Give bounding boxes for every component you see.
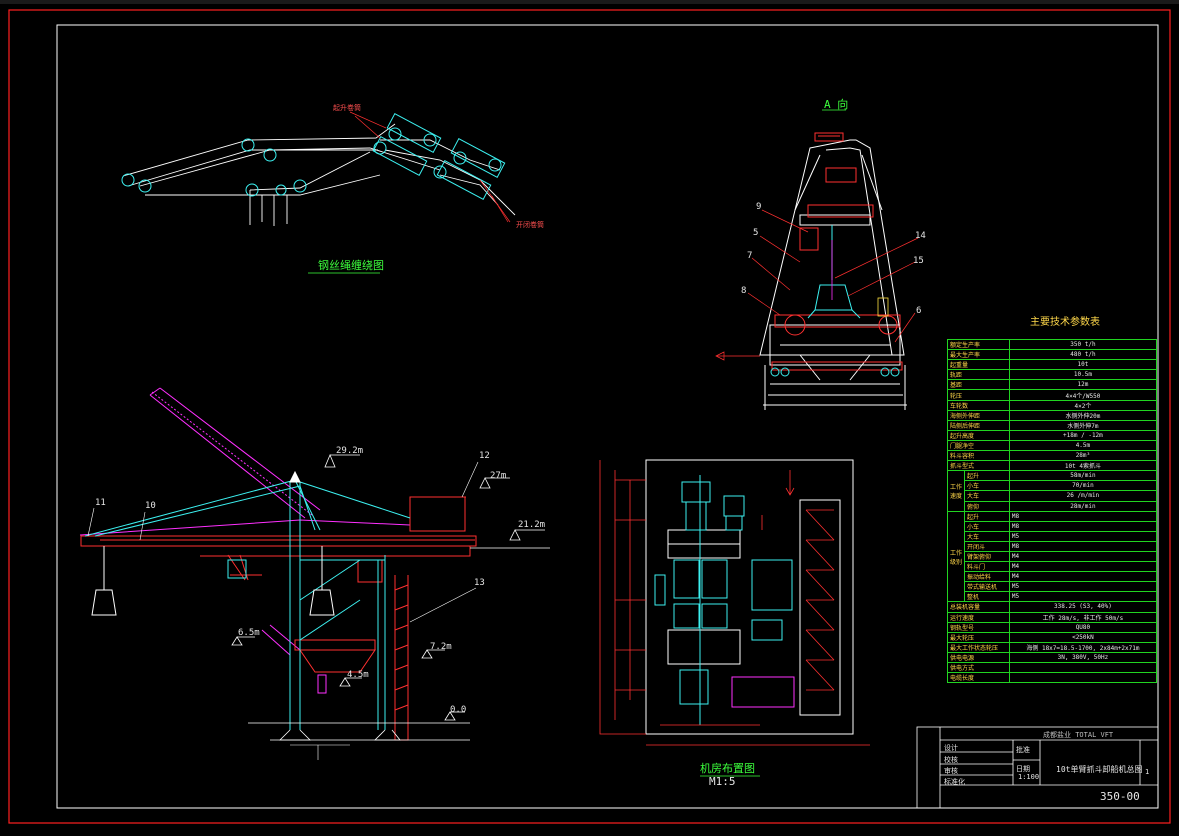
machine-room-drums bbox=[654, 475, 793, 725]
part-11: 11 bbox=[95, 498, 106, 508]
elev-6-5: 6.5m bbox=[238, 628, 260, 638]
part-5: 5 bbox=[753, 228, 759, 238]
outer-frame bbox=[8, 9, 1171, 824]
param-row: 运行速度工作 28m/s, 非工作 50m/s bbox=[947, 611, 1158, 623]
elev-27: 27m bbox=[490, 471, 507, 481]
trolley-grabs bbox=[91, 470, 335, 616]
boom-horizontal bbox=[80, 496, 477, 741]
boom-cyan bbox=[84, 479, 411, 730]
titleblock-scale: 1:100 bbox=[1018, 773, 1040, 781]
a-view-grab bbox=[807, 225, 861, 319]
a-view-title: A 向 bbox=[824, 98, 849, 111]
titleblock-company: 成都盐业 TOTAL VFT bbox=[1043, 731, 1114, 739]
side-leaders bbox=[87, 461, 479, 760]
elev-21-2: 21.2m bbox=[518, 520, 546, 530]
drawing-border bbox=[56, 24, 1159, 809]
a-view-portal bbox=[759, 139, 907, 410]
param-row: 电缆长度 bbox=[947, 672, 1158, 684]
elev-0: 0.0 bbox=[450, 705, 467, 715]
param-row: 海侧外伸距水侧外伸20m bbox=[947, 409, 1158, 421]
elev-7-2: 7.2m bbox=[430, 642, 452, 652]
titleblock-small-0: 设计 bbox=[944, 744, 958, 752]
part-12: 12 bbox=[479, 451, 490, 461]
params-title: 主要技术参数表 bbox=[1030, 317, 1100, 328]
part-8: 8 bbox=[741, 286, 747, 296]
a-view-wheels bbox=[770, 367, 900, 377]
titleblock-small-4: 批准 bbox=[1016, 746, 1030, 754]
machine-room-scale: M1:5 bbox=[709, 775, 736, 788]
drawing-number: 350-00 bbox=[1100, 790, 1140, 803]
elev-4-5: 4.5m bbox=[347, 670, 369, 680]
titleblock-drawing-title: 10t单臂抓斗卸船机总图 bbox=[1056, 765, 1143, 774]
part-15: 15 bbox=[913, 256, 924, 266]
param-row: 最大工作状态轮压海侧 18x7=18.5-1700, 2x84m+2x71m bbox=[947, 641, 1158, 653]
param-row: 最大轮压<250kN bbox=[947, 631, 1158, 643]
param-row: 供电方式 bbox=[947, 661, 1158, 674]
part-9: 9 bbox=[756, 202, 762, 212]
titleblock-small-2: 审核 bbox=[944, 767, 958, 775]
machine-room-title: 机房布置图 bbox=[700, 762, 755, 775]
rope-reeving-diagram bbox=[122, 123, 516, 226]
rope-drums bbox=[372, 113, 506, 200]
part-13: 13 bbox=[474, 578, 485, 588]
ground-lines bbox=[248, 547, 550, 741]
titleblock-sheet: 1 bbox=[1145, 768, 1150, 776]
title-block bbox=[916, 726, 1159, 809]
window-top-strip bbox=[0, 0, 1179, 4]
param-row: 起升高度+18m / -12m bbox=[947, 429, 1158, 441]
part-14: 14 bbox=[915, 231, 926, 241]
rope-diagram-title: 钢丝绳缠绕图 bbox=[318, 259, 384, 272]
rope-note-hoist: 起升卷筒 bbox=[333, 104, 361, 112]
part-6: 6 bbox=[916, 306, 922, 316]
titleblock-small-3: 标准化 bbox=[944, 778, 965, 786]
machine-room-red bbox=[599, 460, 870, 746]
a-view-red bbox=[771, 132, 903, 371]
part-10: 10 bbox=[145, 501, 156, 511]
param-row: 陆侧后伸距水侧外伸7m bbox=[947, 419, 1158, 431]
machine-room-magenta-box bbox=[731, 676, 795, 708]
a-view-leaders bbox=[715, 209, 919, 361]
machine-room bbox=[645, 459, 854, 735]
rope-note-close: 开闭卷筒 bbox=[516, 221, 544, 229]
elevation-markers bbox=[231, 453, 545, 721]
part-7: 7 bbox=[747, 251, 753, 261]
titleblock-small-1: 校核 bbox=[944, 756, 958, 764]
elev-29-2: 29.2m bbox=[336, 446, 364, 456]
titleblock-small-5: 日期 bbox=[1016, 765, 1030, 773]
